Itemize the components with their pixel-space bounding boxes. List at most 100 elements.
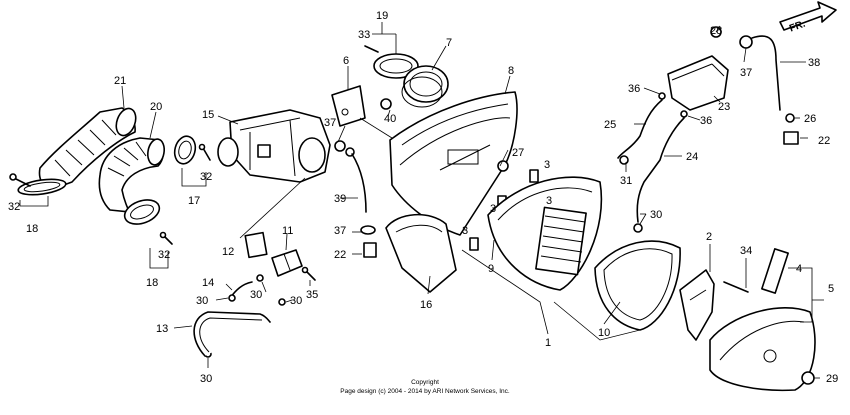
bolt-40: [380, 98, 392, 110]
label-34: 34: [740, 245, 752, 257]
bracket-2: [679, 269, 715, 341]
label-18-lower: 18: [146, 277, 158, 289]
front-direction-label: FR.: [788, 19, 807, 35]
label-37-right: 37: [740, 67, 752, 79]
label-3-b: 3: [490, 203, 496, 215]
label-27: 27: [512, 147, 524, 159]
plug-22-right: [783, 131, 799, 145]
label-23: 23: [718, 101, 730, 113]
clip-31: [619, 155, 629, 165]
reservoir-23: [667, 55, 729, 111]
label-3-d: 3: [462, 225, 468, 237]
label-8: 8: [508, 65, 514, 77]
label-25: 25: [604, 119, 616, 131]
cover-16: [385, 213, 457, 293]
label-7: 7: [446, 37, 452, 49]
label-6: 6: [343, 55, 349, 67]
label-3-a: 3: [544, 159, 550, 171]
air-cleaner-cover-5: [709, 307, 816, 392]
clip-36-lower: [680, 110, 688, 118]
label-30-b: 30: [250, 289, 262, 301]
hose-clamp-17: [173, 135, 197, 165]
label-2: 2: [706, 231, 712, 243]
label-37-lower: 37: [334, 225, 346, 237]
label-29: 29: [826, 373, 838, 385]
bolt-29: [801, 371, 815, 385]
label-32-left: 32: [8, 201, 20, 213]
plug-22-center: [363, 242, 377, 258]
bolt-33: [364, 45, 379, 53]
label-30-c: 30: [290, 295, 302, 307]
clip-30-right: [633, 223, 643, 233]
copyright-line-1: Copyright: [411, 379, 439, 386]
label-22-center: 22: [334, 249, 346, 261]
air-box-15: [217, 109, 331, 183]
connecting-tube-7: [401, 65, 449, 108]
intake-duct-21: [38, 107, 137, 191]
air-cleaner-case-8: [389, 91, 518, 236]
intake-duct-20: [98, 137, 165, 213]
label-11: 11: [282, 225, 293, 237]
label-31: 31: [620, 175, 632, 187]
label-39: 39: [334, 193, 346, 205]
part-number-labels: 19 33 7 6 8 21 20 15 37 40 32 17 32 18 3…: [8, 10, 838, 385]
air-filter-element: [535, 206, 587, 276]
label-26: 26: [804, 113, 816, 125]
label-21: 21: [114, 75, 126, 87]
label-16: 16: [420, 299, 432, 311]
label-36-upper: 36: [628, 83, 640, 95]
label-13: 13: [156, 323, 168, 335]
breather-tube-13: [193, 311, 271, 357]
label-17: 17: [188, 195, 200, 207]
front-direction-arrow-icon: FR.: [779, 1, 837, 35]
screw-32-lower: [159, 231, 173, 245]
sensor-11: [271, 249, 303, 277]
label-5: 5: [828, 283, 834, 295]
emblem-strip-4: [761, 248, 789, 294]
label-30-a: 30: [196, 295, 208, 307]
hose-clamp-18-lower: [123, 199, 161, 225]
label-30-d: 30: [200, 373, 212, 385]
screw-35: [301, 266, 316, 281]
label-4: 4: [796, 263, 802, 275]
label-37-upper: 37: [324, 117, 336, 129]
clip-37-lower: [360, 225, 376, 235]
label-32-clamp: 32: [200, 171, 212, 183]
label-14: 14: [202, 277, 214, 289]
hose-24: [636, 117, 685, 223]
label-20: 20: [150, 101, 162, 113]
screw-32-left: [9, 173, 31, 187]
bolt-27: [497, 160, 509, 172]
label-28: 28: [710, 25, 722, 37]
label-24: 24: [686, 151, 698, 163]
hose-38: [751, 35, 781, 111]
label-38: 38: [808, 57, 820, 69]
hose-clamp-18-left: [17, 178, 67, 196]
label-35: 35: [306, 289, 318, 301]
label-40: 40: [384, 113, 396, 125]
hose-25: [617, 99, 663, 159]
label-36-lower: 36: [700, 115, 712, 127]
clip-36-upper: [658, 92, 666, 100]
clip-26: [785, 113, 795, 123]
leader-lines: [19, 22, 824, 379]
bracket-6: [331, 85, 366, 127]
filter-seal-10: [594, 240, 681, 331]
label-32-lower: 32: [158, 249, 170, 261]
clip-37-top: [334, 140, 355, 157]
drain-tube-39: [351, 153, 367, 213]
label-10: 10: [598, 327, 610, 339]
label-12: 12: [222, 246, 234, 258]
pad-12: [244, 231, 268, 259]
label-19: 19: [376, 10, 388, 22]
label-1: 1: [545, 337, 551, 349]
bolt-34: [723, 281, 749, 293]
copyright-line-2: Page design (c) 2004 - 2014 by ARI Netwo…: [340, 388, 510, 395]
label-3-c: 3: [546, 195, 552, 207]
clip-37-right: [739, 35, 753, 49]
screw-32-clamp: [198, 143, 211, 161]
label-22-right: 22: [818, 135, 830, 147]
label-18-left: 18: [26, 223, 38, 235]
label-33: 33: [358, 29, 370, 41]
